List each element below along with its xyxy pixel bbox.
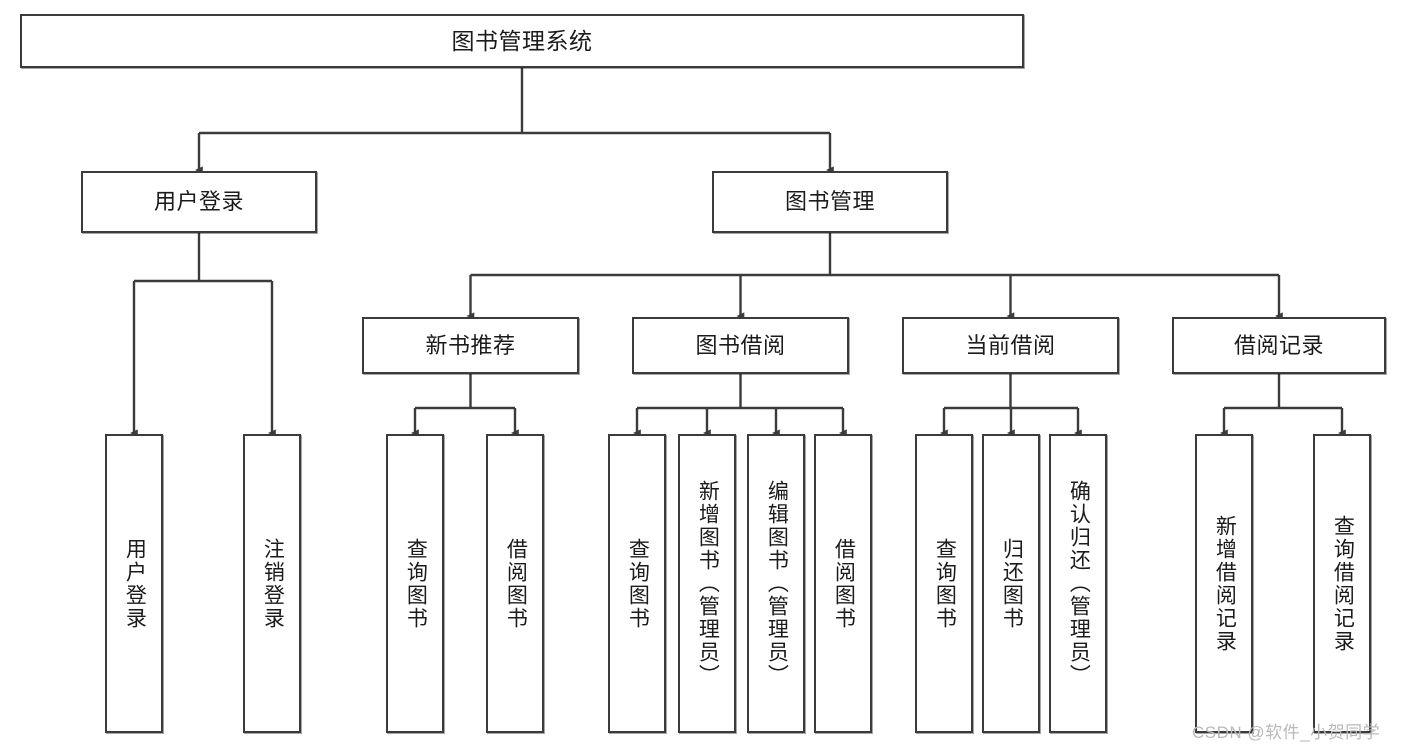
- node-leaf-bb-query[interactable]: 查询图书: [608, 434, 666, 733]
- node-leaf-nb-borrow[interactable]: 借阅图书: [486, 434, 544, 733]
- node-l2-user-login[interactable]: 用户登录: [81, 171, 317, 233]
- node-label: 用户登录: [123, 537, 147, 630]
- node-label: 查询图书: [933, 537, 957, 630]
- node-label: 编辑图书（管理员）: [765, 480, 789, 687]
- node-label: 新增借阅记录: [1213, 514, 1237, 653]
- node-label: 查询借阅记录: [1331, 514, 1355, 653]
- node-leaf-rec-query[interactable]: 查询借阅记录: [1313, 434, 1371, 733]
- node-label: 当前借阅: [965, 332, 1056, 358]
- node-label: 确认归还（管理员）: [1067, 480, 1091, 687]
- node-label: 用户登录: [153, 189, 244, 215]
- node-leaf-cb-confirm[interactable]: 确认归还（管理员）: [1049, 434, 1107, 733]
- node-leaf-bb-edit[interactable]: 编辑图书（管理员）: [747, 434, 805, 733]
- node-label: 归还图书: [1000, 537, 1024, 630]
- node-label: 借阅图书: [504, 537, 528, 630]
- node-label: 查询图书: [626, 537, 650, 630]
- node-l3-record[interactable]: 借阅记录: [1172, 317, 1386, 374]
- node-l2-book-manage[interactable]: 图书管理: [712, 171, 948, 233]
- node-label: 图书管理系统: [451, 27, 593, 54]
- node-leaf-user-login[interactable]: 用户登录: [105, 434, 163, 733]
- node-label: 查询图书: [404, 537, 428, 630]
- node-label: 借阅记录: [1233, 332, 1324, 358]
- node-l3-new-book[interactable]: 新书推荐: [362, 317, 579, 374]
- node-leaf-bb-add[interactable]: 新增图书（管理员）: [678, 434, 736, 733]
- watermark-label: CSDN @软件_小贺同学: [1192, 723, 1381, 742]
- node-leaf-cb-query[interactable]: 查询图书: [915, 434, 973, 733]
- node-l3-current[interactable]: 当前借阅: [902, 317, 1119, 374]
- node-root[interactable]: 图书管理系统: [20, 14, 1024, 68]
- node-leaf-bb-borrow[interactable]: 借阅图书: [814, 434, 872, 733]
- node-label: 图书管理: [784, 189, 875, 215]
- node-l3-borrow[interactable]: 图书借阅: [632, 317, 849, 374]
- node-label: 新书推荐: [425, 332, 516, 358]
- node-leaf-nb-query[interactable]: 查询图书: [386, 434, 444, 733]
- node-leaf-user-logout[interactable]: 注销登录: [243, 434, 301, 733]
- node-leaf-cb-return[interactable]: 归还图书: [982, 434, 1040, 733]
- node-leaf-rec-add[interactable]: 新增借阅记录: [1195, 434, 1253, 733]
- edge-group: [130, 68, 1346, 437]
- node-label: 注销登录: [261, 537, 285, 630]
- node-label: 图书借阅: [695, 332, 786, 358]
- node-label: 新增图书（管理员）: [696, 480, 720, 687]
- node-label: 借阅图书: [832, 537, 856, 630]
